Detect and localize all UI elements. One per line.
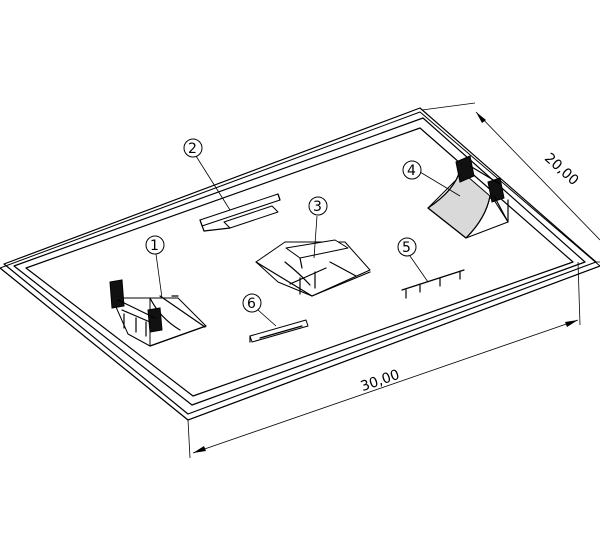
callout-1: 1 bbox=[145, 235, 165, 255]
callout-4: 4 bbox=[402, 160, 422, 180]
callout-6: 6 bbox=[242, 293, 262, 313]
dimension-width-label: 20,00 bbox=[541, 150, 582, 189]
callout-2-label: 2 bbox=[188, 141, 197, 157]
flat-rail bbox=[401, 269, 465, 299]
dimension-length-label: 30,00 bbox=[359, 367, 402, 395]
quarter-pipe-right bbox=[427, 155, 509, 239]
funbox bbox=[255, 239, 371, 297]
callout-leaders bbox=[155, 155, 461, 327]
callout-2: 2 bbox=[183, 138, 203, 158]
low-ledge bbox=[249, 319, 309, 343]
callout-1-label: 1 bbox=[150, 238, 159, 254]
callout-3-label: 3 bbox=[313, 199, 322, 215]
flat-box bbox=[199, 193, 281, 232]
callout-6-label: 6 bbox=[247, 296, 256, 312]
callout-3: 3 bbox=[308, 196, 328, 216]
quarter-pipe-left bbox=[109, 279, 207, 347]
callout-5: 5 bbox=[397, 237, 417, 257]
callout-4-label: 4 bbox=[407, 163, 416, 179]
callout-5-label: 5 bbox=[402, 240, 411, 256]
